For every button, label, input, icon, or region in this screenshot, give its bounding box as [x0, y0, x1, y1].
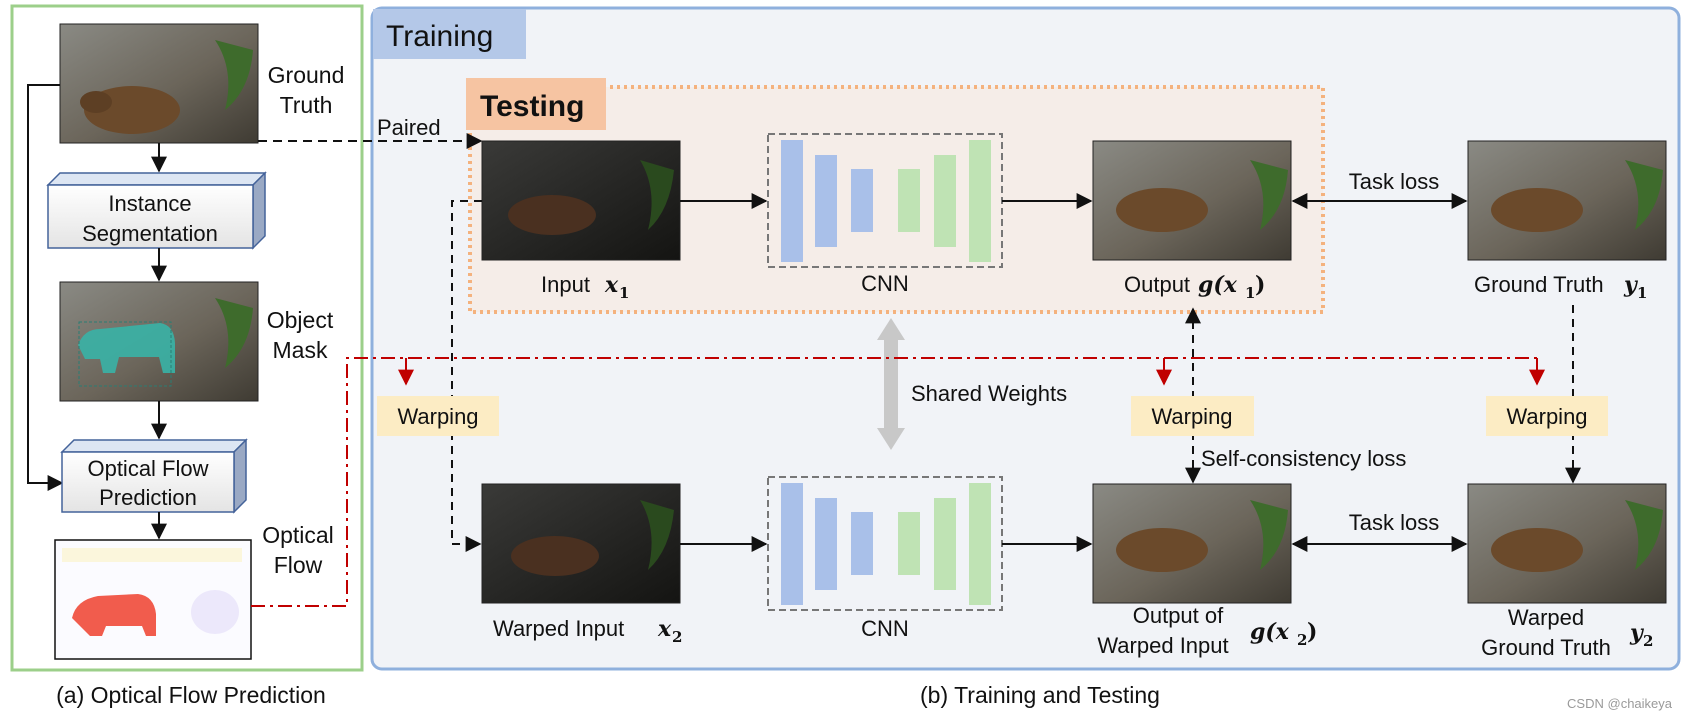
optical-flow-prediction-box	[60, 438, 248, 514]
object-mask-label-2: Mask	[273, 337, 328, 363]
svg-text:2: 2	[672, 628, 682, 646]
svg-text:g(x: g(x	[1250, 619, 1290, 645]
shared-weights-label: Shared Weights	[911, 381, 1067, 406]
svg-text:Ground Truth: Ground Truth	[1474, 272, 1604, 297]
object-mask-label-1: Object	[267, 307, 334, 333]
cnn-bottom-label: CNN	[861, 616, 909, 641]
svg-text:Warped: Warped	[1508, 605, 1584, 630]
optical-flow-label-1: Optical	[262, 522, 334, 548]
ground-truth-photo	[59, 23, 259, 144]
svg-text:Warped Input: Warped Input	[1097, 633, 1228, 658]
watermark: CSDN @chaikeya	[1567, 696, 1673, 711]
input-x1-photo	[481, 140, 681, 261]
task-loss-bottom-label: Task loss	[1349, 510, 1439, 535]
testing-tag	[466, 78, 606, 130]
svg-text:x: x	[604, 272, 619, 298]
output-g-x1-label: Output g(x 1 )	[1124, 272, 1265, 302]
svg-text:1: 1	[1245, 284, 1255, 302]
svg-text:2: 2	[1297, 631, 1307, 649]
object-mask-photo	[59, 281, 259, 402]
output-g-x2-photo	[1092, 483, 1292, 604]
training-title: Training	[386, 20, 493, 53]
optical-flow-dashdot-line	[251, 357, 1540, 607]
ground-truth-label-1: Ground	[268, 62, 345, 88]
warping-middle-label: Warping	[1151, 404, 1232, 429]
dash-warping-to-warped-input	[451, 432, 482, 552]
svg-text:Input: Input	[541, 272, 590, 297]
svg-text:): )	[1307, 619, 1317, 645]
warping-left-label: Warping	[397, 404, 478, 429]
svg-text:2: 2	[1643, 632, 1653, 650]
testing-title: Testing	[480, 90, 584, 123]
warped-ground-truth-y2-photo	[1467, 483, 1667, 604]
instance-segmentation-label-1: Instance	[108, 191, 191, 216]
svg-text:y: y	[1629, 620, 1645, 646]
instance-segmentation-label-2: Segmentation	[82, 221, 218, 246]
output-warped-input-label: Output of Warped Input g(x 2 )	[1097, 603, 1317, 658]
dash-input-to-warping	[451, 200, 482, 399]
self-consistency-loss-label: Self-consistency loss	[1201, 446, 1406, 471]
svg-text:Output: Output	[1124, 272, 1190, 297]
warped-ground-truth-y2-label: Warped Ground Truth y 2	[1481, 605, 1653, 660]
warping-tag-middle	[1131, 396, 1254, 436]
optical-flow-prediction-label-1: Optical Flow	[87, 456, 208, 481]
svg-text:x: x	[657, 616, 672, 642]
svg-text:Warped Input: Warped Input	[493, 616, 624, 641]
training-tag	[373, 9, 526, 59]
ground-truth-y1-photo	[1467, 140, 1667, 261]
shared-weights-arrow	[877, 318, 905, 450]
svg-text:g(x: g(x	[1198, 272, 1238, 298]
ground-truth-label-2: Truth	[280, 92, 333, 118]
svg-text:1: 1	[619, 284, 629, 302]
cnn-top	[767, 133, 1003, 268]
optical-flow-image	[54, 539, 252, 660]
svg-text:): )	[1255, 272, 1265, 298]
cnn-bottom	[767, 476, 1003, 611]
left-panel-caption: (a) Optical Flow Prediction	[56, 682, 326, 708]
svg-text:Ground Truth: Ground Truth	[1481, 635, 1611, 660]
warped-input-x2-photo	[481, 483, 681, 604]
optical-flow-label-2: Flow	[274, 552, 323, 578]
warped-input-x2-label: Warped Input x 2	[493, 616, 682, 646]
right-panel-caption: (b) Training and Testing	[920, 682, 1160, 708]
input-x1-label: Input x 1	[541, 272, 629, 302]
optical-flow-prediction-label-2: Prediction	[99, 485, 197, 510]
svg-text:y: y	[1623, 272, 1639, 298]
ground-truth-y1-label: Ground Truth y 1	[1474, 272, 1647, 302]
paired-label: Paired	[377, 115, 441, 140]
left-panel-border	[10, 4, 364, 672]
cnn-top-label: CNN	[861, 271, 909, 296]
arrow-gt-to-flow-prediction	[27, 84, 64, 491]
instance-segmentation-box	[46, 171, 267, 250]
output-g-x1-photo	[1092, 140, 1292, 261]
svg-text:Output of: Output of	[1133, 603, 1224, 628]
warping-tag-left	[377, 396, 499, 436]
svg-text:1: 1	[1637, 284, 1647, 302]
warping-tag-right	[1486, 396, 1608, 436]
warping-right-label: Warping	[1506, 404, 1587, 429]
task-loss-top-label: Task loss	[1349, 169, 1439, 194]
